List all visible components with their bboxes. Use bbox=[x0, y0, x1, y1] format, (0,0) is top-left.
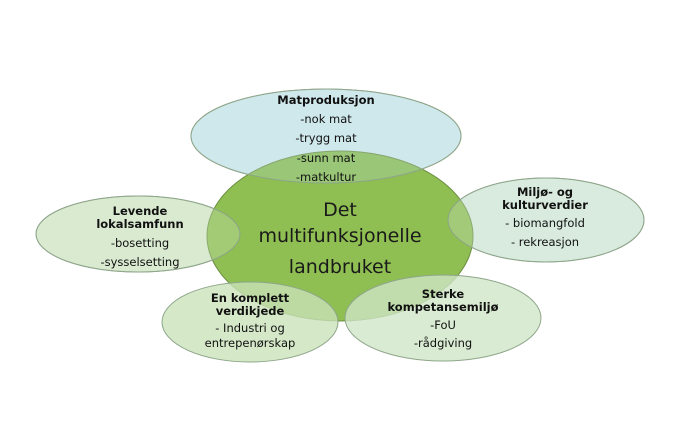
node-levende-lokalsamfunn: Levende lokalsamfunn -bosetting -syssels… bbox=[70, 204, 210, 269]
node-item: -sysselsetting bbox=[100, 254, 180, 269]
node-title: verdikjede bbox=[215, 304, 285, 319]
node-item: - biomangfold bbox=[505, 216, 585, 231]
node-title: kompetansemiljø bbox=[387, 300, 499, 315]
node-item: -bosetting bbox=[110, 236, 170, 251]
center-line: landbruket bbox=[288, 256, 392, 279]
node-title: kulturverdier bbox=[502, 198, 588, 213]
ellipse-komplett-verdikjede bbox=[161, 281, 339, 363]
node-item: -nok mat bbox=[300, 112, 352, 127]
node-miljo-kulturverdier: Miljø- og kulturverdier - biomangfold - … bbox=[480, 185, 610, 249]
center-title: Det multifunksjonelle landbruket bbox=[230, 198, 450, 281]
node-sterke-kompetansemiljo: Sterke kompetansemiljø -FoU -rådgiving bbox=[368, 287, 518, 350]
node-item: -sunn mat bbox=[296, 150, 356, 165]
ellipse-overlay-right bbox=[447, 177, 645, 263]
ellipse-overlay-left bbox=[35, 195, 241, 273]
node-title: Levende bbox=[112, 204, 168, 218]
node-title: En komplett bbox=[210, 291, 290, 305]
node-item: -FoU bbox=[430, 318, 456, 333]
node-title: lokalsamfunn bbox=[96, 217, 184, 232]
node-item: -matkultur bbox=[295, 169, 357, 184]
center-line: multifunksjonelle bbox=[258, 224, 422, 247]
node-item: - rekreasjon bbox=[510, 234, 580, 249]
ellipse-sterke-kompetansemiljo bbox=[344, 274, 542, 362]
node-item: -trygg mat bbox=[295, 131, 357, 146]
node-title: Sterke bbox=[421, 287, 465, 301]
ellipse-overlay-top bbox=[190, 88, 462, 184]
node-matproduksjon: Matproduksjon -nok mat -trygg mat -sunn … bbox=[246, 93, 406, 184]
node-title: Miljø- og bbox=[516, 185, 574, 199]
node-item: entrepenørskap bbox=[204, 335, 296, 350]
center-line: Det bbox=[323, 199, 357, 221]
node-title: Matproduksjon bbox=[277, 93, 375, 107]
node-komplett-verdikjede: En komplett verdikjede - Industri og ent… bbox=[180, 291, 320, 350]
node-item: -rådgiving bbox=[413, 335, 473, 350]
node-item: - Industri og bbox=[215, 321, 285, 336]
